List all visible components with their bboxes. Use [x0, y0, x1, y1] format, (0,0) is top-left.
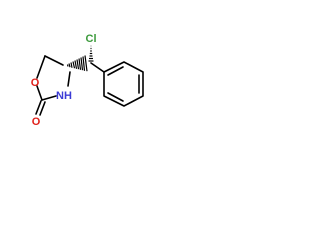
hashed-wedge-c4-chcl — [66, 55, 88, 72]
bond-ring-oxygen-c2 — [36, 85, 43, 101]
hashed-wedge-chcl-cl — [88, 45, 94, 62]
molecule-canvas: Cl O NH O — [0, 0, 150, 150]
bond-ch2-c4 — [44, 55, 64, 66]
chlorine-atom-label: Cl — [86, 33, 97, 45]
bond-ch2-ring-oxygen — [36, 55, 46, 79]
carbonyl-double-bond — [35, 100, 46, 116]
bond-c2-nitrogen — [41, 95, 57, 101]
phenyl-inner-bond-3 — [107, 92, 124, 102]
molecule-structure: Cl O NH O — [31, 33, 144, 128]
ring-oxygen-atom-label: O — [31, 77, 40, 89]
carbonyl-oxygen-atom-label: O — [32, 116, 41, 128]
bond-chcl-phenyl — [90, 62, 105, 73]
ring-nitrogen-atom-label: NH — [56, 90, 72, 102]
phenyl-ring — [103, 61, 144, 107]
oxazolidinone-ring — [36, 55, 71, 101]
bond-nitrogen-c4 — [67, 71, 71, 87]
phenyl-inner-bond-1 — [107, 66, 124, 76]
